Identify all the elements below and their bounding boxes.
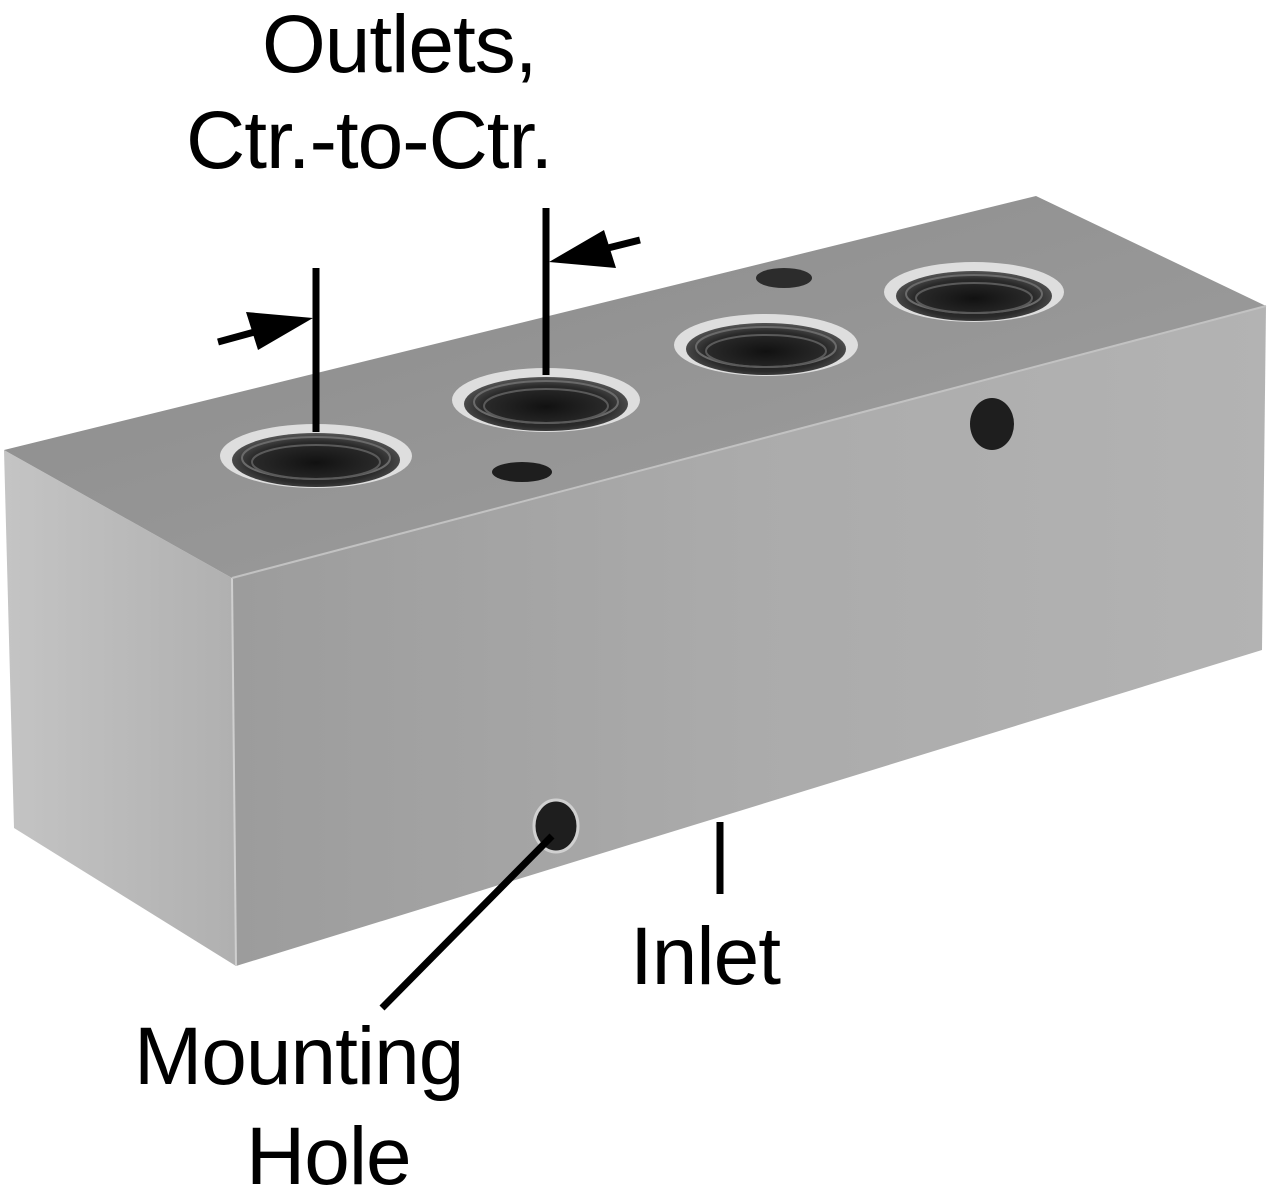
top-small-hole-1 (492, 462, 552, 482)
inlet-label: Inlet (630, 911, 781, 1002)
outlet-port-4 (884, 262, 1064, 322)
front-side-hole (970, 398, 1014, 450)
mounting-hole-label-line-2: Hole (246, 1111, 412, 1202)
right-arrow-head (549, 230, 616, 268)
block-front-face (232, 306, 1266, 966)
block-top-edge (231, 305, 1267, 579)
outlets-label-line-2: Ctr.-to-Ctr. (186, 95, 553, 186)
mounting-hole-label-line-1: Mounting (134, 1011, 464, 1102)
outlet-port-2 (452, 368, 640, 432)
outlet-port-3 (674, 314, 858, 376)
block-edge (231, 577, 237, 967)
left-arrow-head (246, 312, 313, 350)
outlet-port-1 (220, 424, 412, 488)
mounting-leader-line (379, 833, 555, 1011)
top-small-hole-2 (756, 268, 812, 288)
outlets-label-line-1: Outlets, (262, 0, 538, 90)
block-left-face (4, 450, 236, 966)
